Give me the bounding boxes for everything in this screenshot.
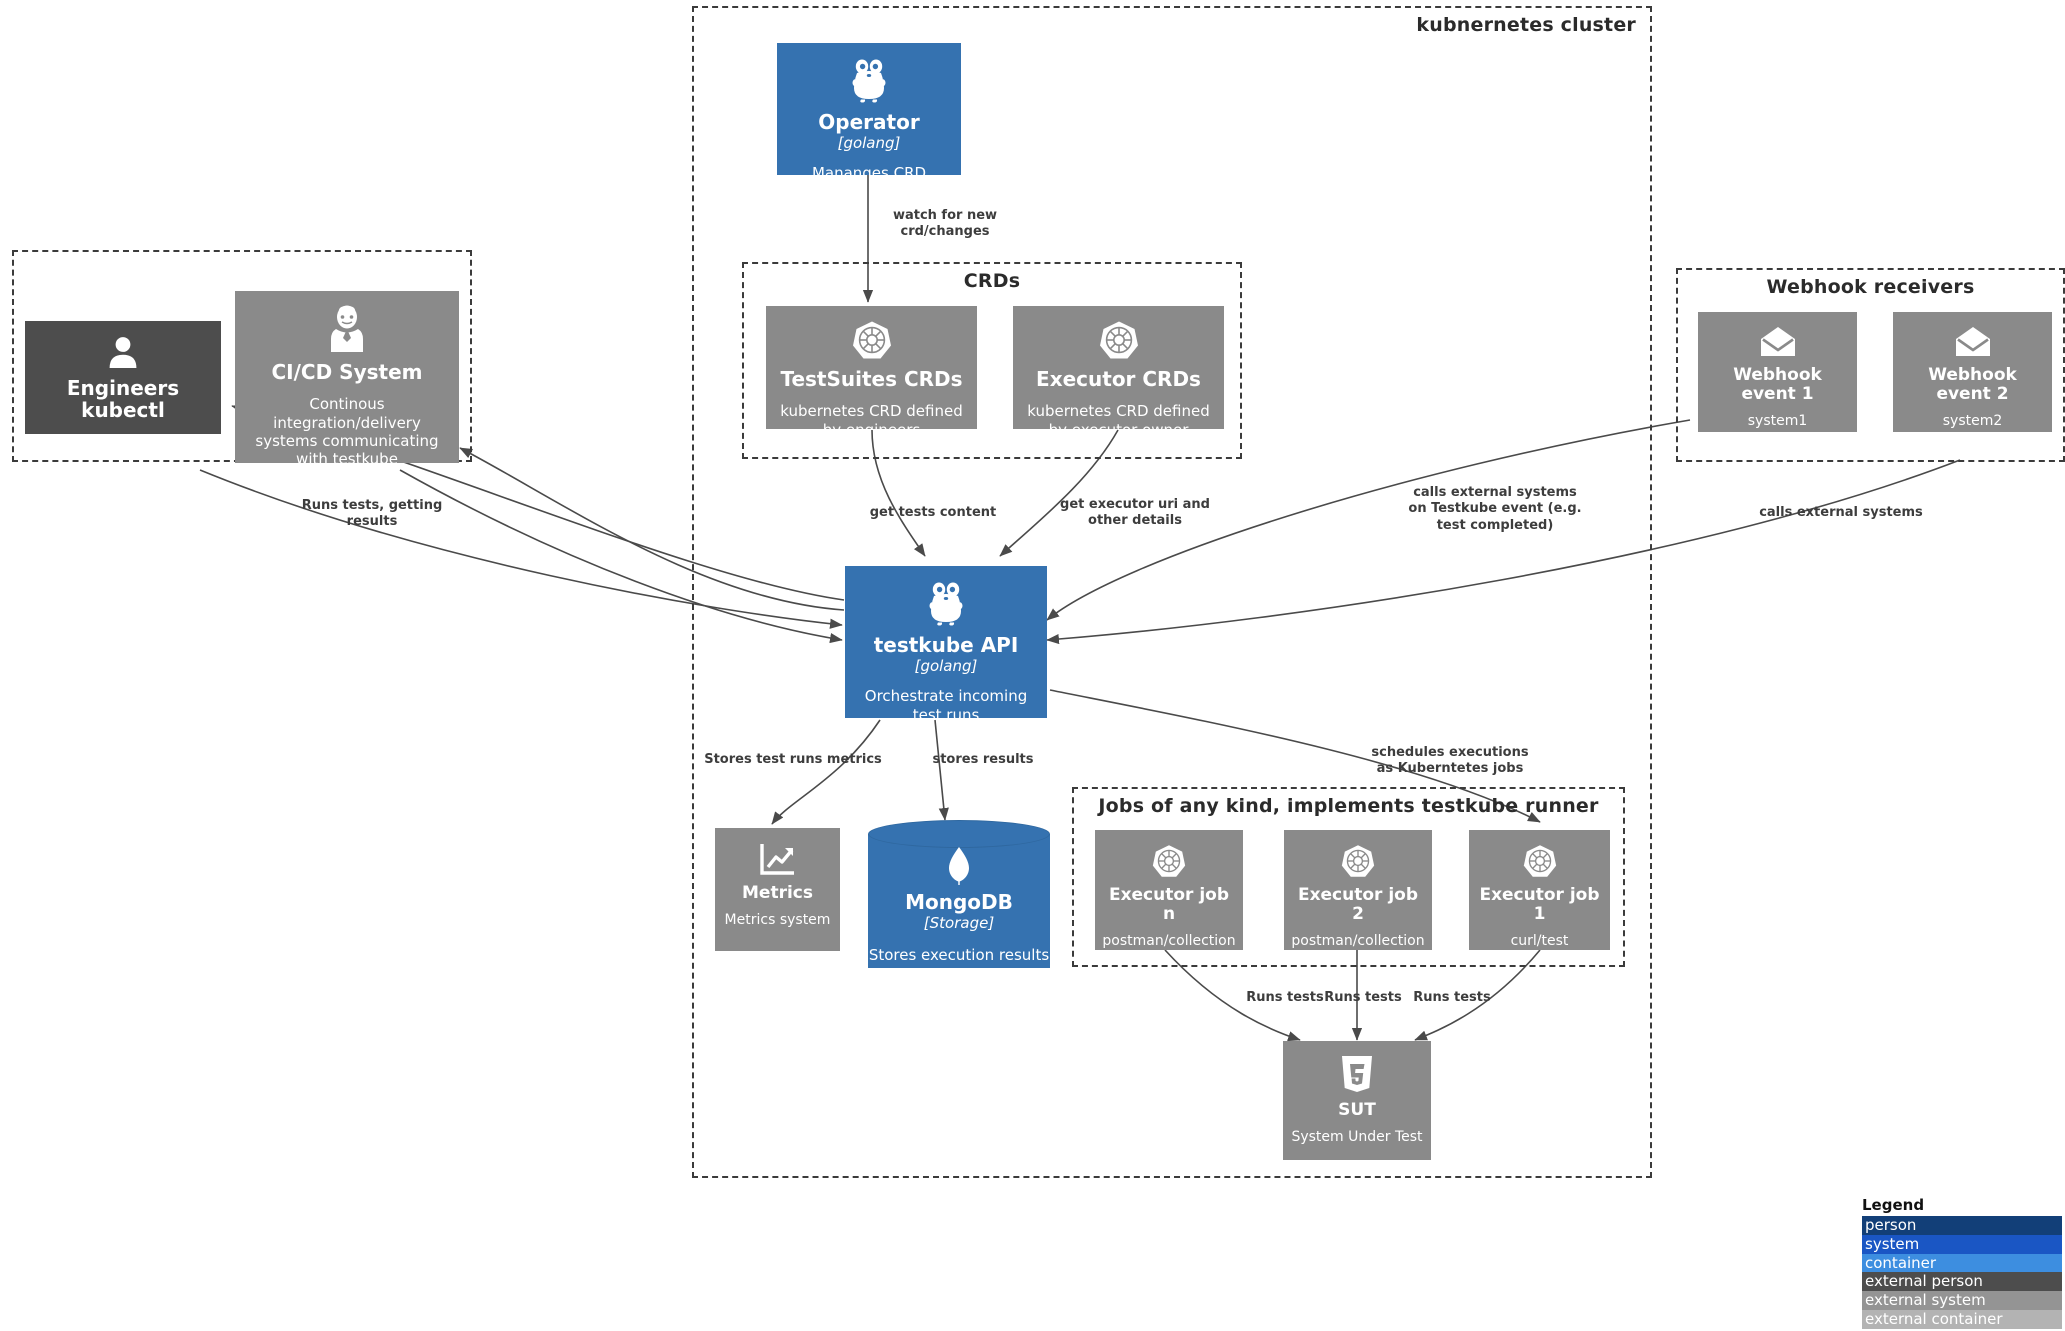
legend-title: Legend — [1862, 1196, 1925, 1214]
node-webhook-event-2[interactable]: Webhook event 2 system2 — [1893, 312, 2052, 432]
kubernetes-icon — [1099, 320, 1139, 364]
node-executor-crds[interactable]: Executor CRDs kubernetes CRD defined by … — [1013, 306, 1224, 429]
group-jobs-title: Jobs of any kind, implements testkube ru… — [1098, 795, 1599, 817]
node-mongodb[interactable]: MongoDB [Storage] Stores execution resul… — [868, 820, 1050, 968]
edge-label-schedules-executions: schedules executions as Kuberntetes jobs — [1371, 745, 1529, 777]
node-operator-name: Operator — [818, 110, 920, 134]
edge-label-runs-tests-getting-results: Runs tests, getting results — [301, 498, 443, 530]
node-sut-desc: System Under Test — [1291, 1129, 1423, 1146]
person-icon — [106, 335, 140, 373]
node-testkube-api-desc: Orchestrate incoming test runs — [864, 687, 1028, 718]
group-kubernetes-cluster-title: kubnernetes cluster — [1416, 14, 1636, 36]
html5-shield-icon — [1340, 1055, 1374, 1097]
node-executor-job-1[interactable]: Executor job 1 curl/test — [1469, 830, 1610, 950]
node-testsuites-crds-name: TestSuites CRDs — [780, 367, 963, 391]
node-metrics-desc: Metrics system — [724, 912, 831, 929]
node-mongodb-desc: Stores execution results — [868, 946, 1050, 964]
gopher-icon — [926, 580, 966, 630]
node-executor-job-2[interactable]: Executor job 2 postman/collection — [1284, 830, 1432, 950]
kubernetes-icon — [1523, 844, 1557, 882]
node-cicd-system-name: CI/CD System — [271, 360, 423, 384]
node-sut[interactable]: SUT System Under Test — [1283, 1041, 1431, 1160]
node-executor-job-1-name: Executor job 1 — [1479, 885, 1600, 925]
node-webhook-event-1-desc: system1 — [1747, 413, 1808, 430]
legend-item-external-system: external system — [1862, 1291, 2062, 1310]
node-webhook-event-1-name: Webhook event 1 — [1733, 365, 1822, 405]
node-mongodb-name: MongoDB — [905, 890, 1013, 914]
node-webhook-event-2-desc: system2 — [1942, 413, 2003, 430]
legend-item-external-container: external container — [1862, 1309, 2062, 1329]
node-testkube-api-tech: [golang] — [914, 657, 978, 676]
node-testsuites-crds-desc: kubernetes CRD defined by engineers — [780, 402, 963, 429]
node-executor-job-2-desc: postman/collection — [1291, 933, 1425, 950]
kubernetes-icon — [852, 320, 892, 364]
chart-line-icon — [759, 842, 797, 880]
node-metrics-name: Metrics — [742, 883, 813, 903]
node-sut-name: SUT — [1338, 1100, 1376, 1120]
edge-label-runs-tests-1: Runs tests — [1246, 990, 1324, 1005]
edge-label-stores-results: stores results — [932, 752, 1034, 767]
group-webhook-receivers: Webhook receivers — [1676, 268, 2065, 462]
node-executor-job-n-name: Executor job n — [1108, 885, 1230, 925]
legend-item-external-person: external person — [1862, 1272, 2062, 1292]
kubernetes-icon — [1152, 844, 1186, 882]
mongodb-leaf-icon — [947, 846, 971, 890]
edge-label-calls-external-systems: calls external systems — [1759, 505, 1923, 520]
jenkins-butler-icon — [327, 305, 367, 357]
node-executor-job-n[interactable]: Executor job n postman/collection — [1095, 830, 1243, 950]
edge-label-watch-crd: watch for new crd/changes — [892, 208, 998, 240]
node-webhook-event-2-name: Webhook event 2 — [1928, 365, 2017, 405]
edge-label-runs-tests-3: Runs tests — [1413, 990, 1491, 1005]
edge-label-calls-external-on-event: calls external systems on Testkube event… — [1408, 485, 1582, 533]
group-webhook-receivers-title: Webhook receivers — [1766, 276, 1975, 298]
node-executor-job-1-desc: curl/test — [1510, 933, 1569, 950]
node-executor-crds-name: Executor CRDs — [1036, 367, 1201, 391]
node-cicd-system-desc: Continous integration/delivery systems c… — [255, 395, 439, 463]
gopher-icon — [849, 57, 889, 107]
group-jobs: Jobs of any kind, implements testkube ru… — [1072, 787, 1625, 967]
group-crds: CRDs — [742, 262, 1242, 459]
node-cicd-system[interactable]: CI/CD System Continous integration/deliv… — [235, 291, 459, 463]
group-kubernetes-cluster: kubnernetes cluster — [692, 6, 1652, 1178]
node-testsuites-crds[interactable]: TestSuites CRDs kubernetes CRD defined b… — [766, 306, 977, 429]
kubernetes-icon — [1341, 844, 1375, 882]
edge-label-get-tests-content: get tests content — [869, 505, 997, 520]
node-engineers-kubectl-name: Engineers kubectl — [66, 376, 180, 423]
node-metrics[interactable]: Metrics Metrics system — [715, 828, 840, 951]
envelope-icon — [1759, 326, 1797, 362]
node-operator-tech: [golang] — [837, 134, 901, 153]
legend-item-person: person — [1862, 1216, 2062, 1235]
edge-label-stores-test-runs-metrics: Stores test runs metrics — [704, 752, 882, 767]
edge-label-runs-tests-2: Runs tests — [1324, 990, 1402, 1005]
node-engineers-kubectl[interactable]: Engineers kubectl kubectl testkube clien… — [25, 321, 221, 434]
legend: Legend person system container external … — [1862, 1196, 2062, 1329]
legend-item-system: system — [1862, 1234, 2062, 1254]
node-operator[interactable]: Operator [golang] Mananges CRD changes — [777, 43, 961, 175]
node-webhook-event-1[interactable]: Webhook event 1 system1 — [1698, 312, 1857, 432]
node-testkube-api[interactable]: testkube API [golang] Orchestrate incomi… — [845, 566, 1047, 718]
node-executor-job-2-name: Executor job 2 — [1297, 885, 1419, 925]
node-executor-job-n-desc: postman/collection — [1102, 933, 1236, 950]
node-mongodb-tech: [Storage] — [923, 914, 995, 932]
node-operator-desc: Mananges CRD changes — [811, 164, 927, 175]
edge-label-get-executor-uri: get executor uri and other details — [1060, 497, 1210, 529]
node-testkube-api-name: testkube API — [873, 633, 1019, 657]
node-executor-crds-desc: kubernetes CRD defined by executor owner — [1027, 402, 1210, 429]
group-crds-title: CRDs — [963, 270, 1021, 292]
legend-item-container: container — [1862, 1253, 2062, 1273]
envelope-icon — [1954, 326, 1992, 362]
